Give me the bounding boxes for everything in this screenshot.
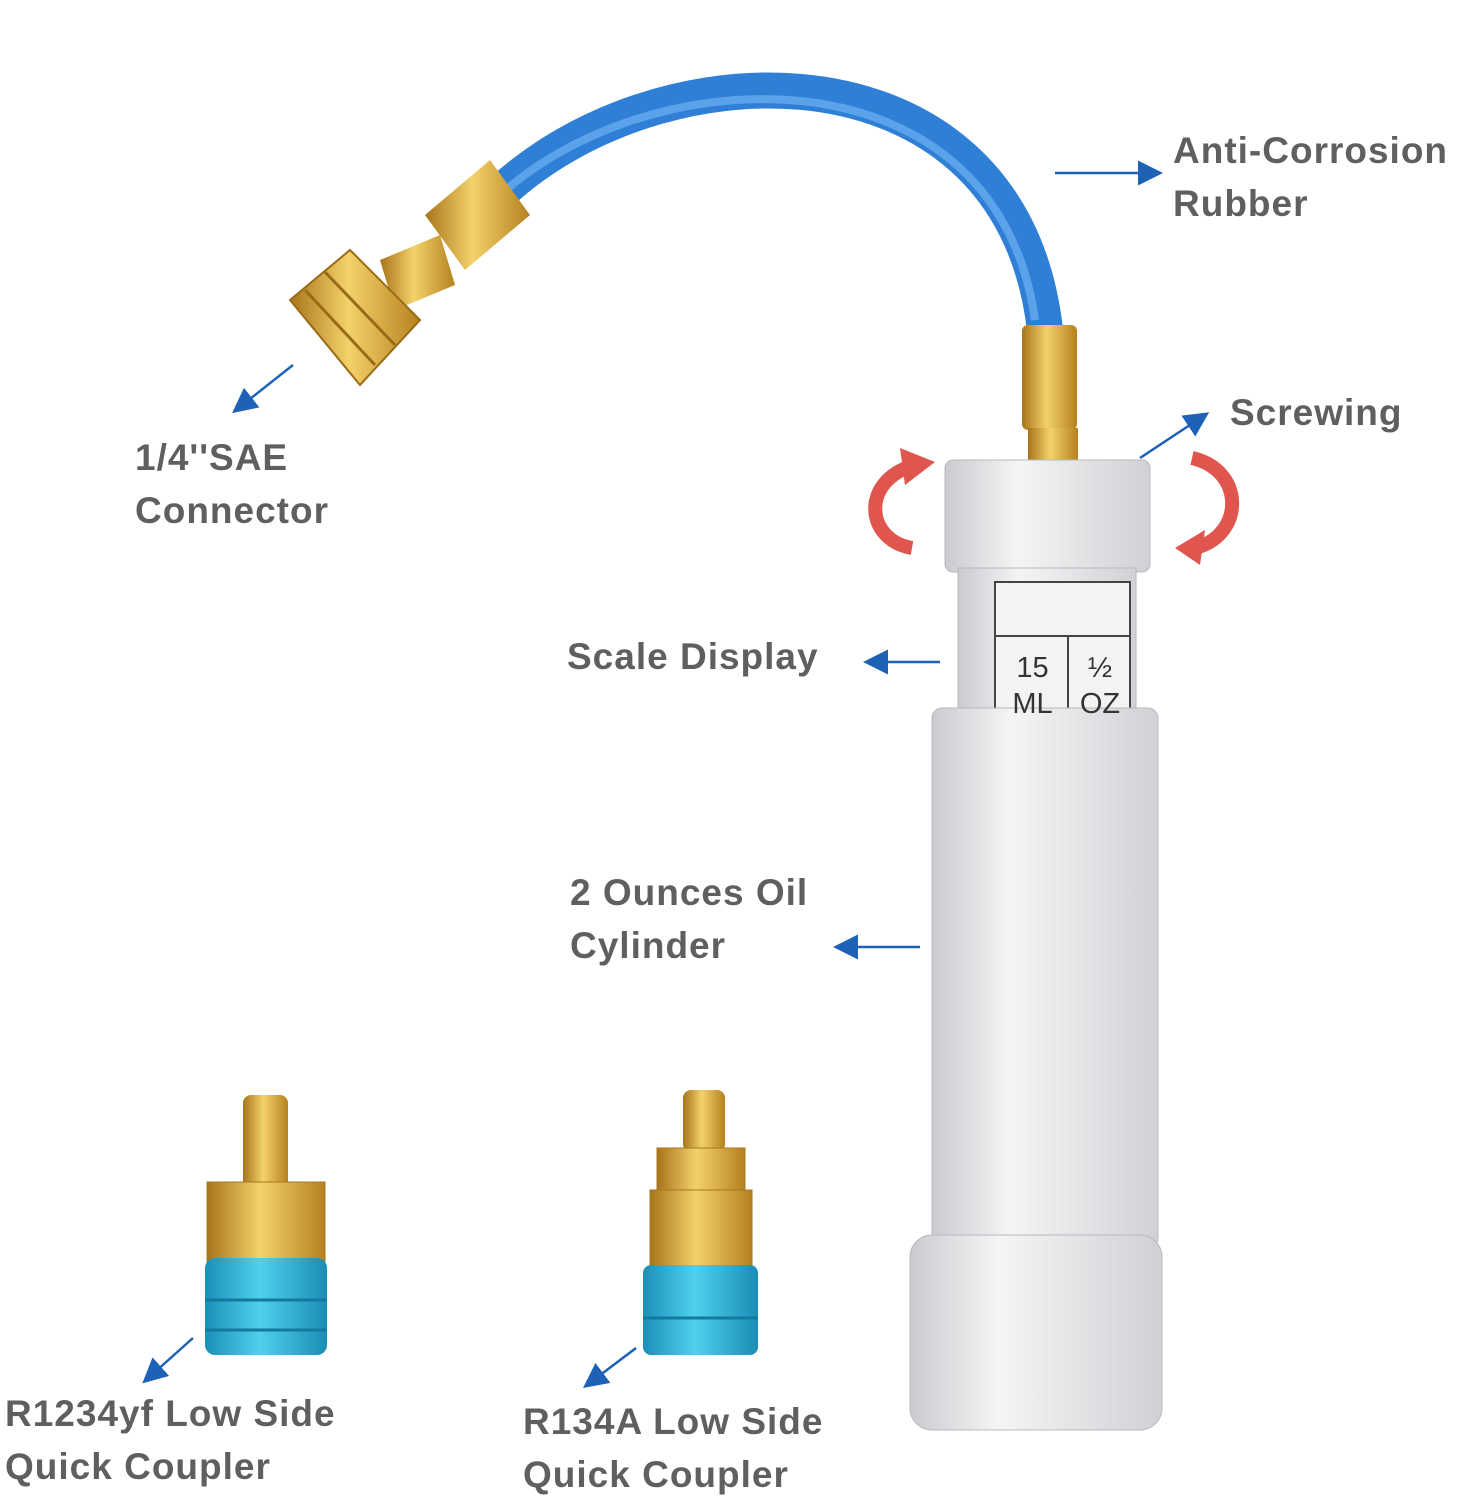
label-line: Quick Coupler <box>523 1454 789 1495</box>
r1234yf-coupler <box>205 1095 327 1355</box>
scale-ml-value: 15 <box>1016 652 1049 684</box>
rotate-right-icon <box>1190 451 1240 555</box>
label-line: 2 Ounces Oil <box>570 872 809 913</box>
scale-ml-unit: ML <box>1012 688 1053 720</box>
label-line: Connector <box>135 490 329 531</box>
rubber-hose <box>452 72 1063 348</box>
hose-highlight <box>477 95 1039 321</box>
label-line: Quick Coupler <box>5 1446 271 1487</box>
oil-injector-cylinder <box>909 459 1163 1431</box>
scale-ml: 15 ML <box>1000 650 1065 722</box>
scale-oz: ½ OZ <box>1070 650 1130 722</box>
scale-oz-value: ½ <box>1087 652 1113 684</box>
label-sae-connector: 1/4''SAE Connector <box>135 431 329 537</box>
r1234yf-pointer-arrow <box>142 1337 194 1384</box>
screwing-pointer-arrow <box>1139 412 1210 460</box>
r134a-pointer-arrow <box>583 1347 637 1389</box>
label-line: Cylinder <box>570 925 727 966</box>
rotate-left-arrowhead <box>900 448 935 485</box>
label-scale-display: Scale Display <box>567 636 819 677</box>
label-screwing: Screwing <box>1230 392 1403 433</box>
label-anti-corrosion-rubber: Anti-Corrosion Rubber <box>1173 124 1448 230</box>
rotate-left-icon <box>868 458 918 555</box>
label-oil-cylinder: 2 Ounces Oil Cylinder <box>570 866 808 972</box>
cap-nut <box>1028 428 1078 464</box>
label-r1234yf-coupler: R1234yf Low Side Quick Coupler <box>5 1387 336 1493</box>
label-line: R134A Low Side <box>523 1401 824 1442</box>
label-line: 1/4''SAE <box>135 437 289 478</box>
sae-connector <box>288 160 530 387</box>
label-line: Anti-Corrosion <box>1173 130 1449 171</box>
label-line: Rubber <box>1173 183 1309 224</box>
label-r134a-coupler: R134A Low Side Quick Coupler <box>523 1395 823 1500</box>
r134a-coupler <box>643 1090 758 1355</box>
rotate-right-arrowhead <box>1175 530 1205 565</box>
connector-pointer-arrow <box>232 364 294 414</box>
label-line: R1234yf Low Side <box>5 1393 336 1434</box>
hose-ferrule <box>1022 325 1077 430</box>
scale-oz-unit: OZ <box>1079 688 1121 720</box>
